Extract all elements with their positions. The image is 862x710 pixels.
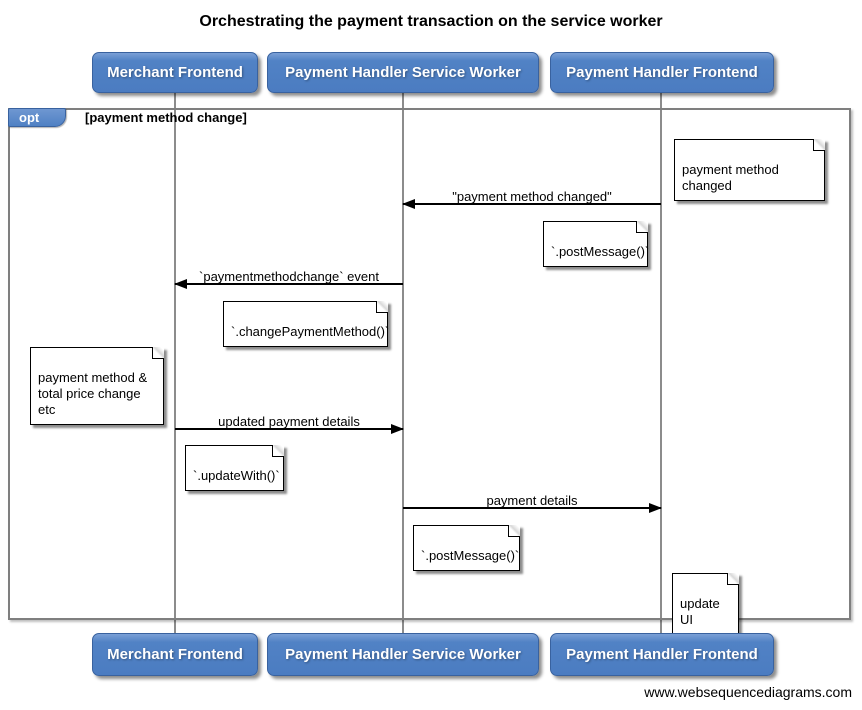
note-text: update UI <box>680 596 720 627</box>
actor-label: Payment Handler Service Worker <box>285 64 521 81</box>
actor-payment-handler-service-worker-bottom: Payment Handler Service Worker <box>267 633 539 676</box>
note-update-with: `.updateWith()` <box>185 445 284 491</box>
actor-merchant-frontend-top: Merchant Frontend <box>92 52 258 93</box>
note-fold <box>508 525 520 537</box>
arrowhead-left-icon <box>174 279 187 289</box>
note-fold <box>636 221 648 233</box>
note-text: `.postMessage()` <box>421 548 520 563</box>
note-post-message-1: `.postMessage()` <box>543 221 650 267</box>
opt-operator-tab: opt <box>8 108 66 127</box>
opt-guard-condition: [payment method change] <box>85 110 247 125</box>
note-fold <box>727 573 739 585</box>
arrowhead-right-icon <box>649 503 662 513</box>
actor-payment-handler-service-worker-top: Payment Handler Service Worker <box>267 52 539 93</box>
note-change-payment-method: `.changePaymentMethod()` <box>223 301 390 347</box>
message-label-payment-method-changed: "payment method changed" <box>452 189 612 204</box>
note-post-message-2: `.postMessage()` <box>413 525 520 571</box>
lifeline-merchant-frontend <box>174 93 176 633</box>
message-label-updated-payment-details: updated payment details <box>218 414 360 429</box>
note-payment-method-changed: payment method changed <box>674 139 825 201</box>
message-arrow-paymentmethodchange-event <box>174 279 403 289</box>
message-arrow-payment-method-changed <box>402 199 661 209</box>
arrowhead-right-icon <box>391 424 404 434</box>
note-fold <box>152 347 164 359</box>
lifeline-payment-handler-service-worker <box>402 93 404 633</box>
arrowhead-left-icon <box>402 199 415 209</box>
actor-label: Payment Handler Frontend <box>566 64 758 81</box>
actor-label: Merchant Frontend <box>107 646 243 663</box>
watermark-websequencediagrams: www.websequencediagrams.com <box>644 684 852 700</box>
actor-label: Payment Handler Frontend <box>566 646 758 663</box>
note-text: `.changePaymentMethod()` <box>231 324 390 339</box>
note-fold <box>272 445 284 457</box>
note-text: `.postMessage()` <box>551 244 650 259</box>
message-label-payment-details: payment details <box>486 493 578 508</box>
message-arrow-payment-details <box>403 503 662 513</box>
actor-payment-handler-frontend-top: Payment Handler Frontend <box>550 52 774 93</box>
note-update-ui: update UI <box>672 573 739 635</box>
actor-label: Merchant Frontend <box>107 64 243 81</box>
note-text: `.updateWith()` <box>193 468 280 483</box>
message-label-paymentmethodchange-event: `paymentmethodchange` event <box>199 269 379 284</box>
diagram-title: Orchestrating the payment transaction on… <box>199 13 663 30</box>
lifeline-payment-handler-frontend <box>660 93 662 633</box>
note-text: payment method & total price change etc <box>38 370 148 417</box>
message-arrow-updated-payment-details <box>175 424 404 434</box>
note-payment-method-total-price: payment method & total price change etc <box>30 347 164 425</box>
opt-operator-label: opt <box>19 110 40 125</box>
actor-label: Payment Handler Service Worker <box>285 646 521 663</box>
note-fold <box>813 139 825 151</box>
note-text: payment method changed <box>682 162 779 193</box>
actor-payment-handler-frontend-bottom: Payment Handler Frontend <box>550 633 774 676</box>
opt-fragment-frame <box>8 108 851 620</box>
note-fold <box>376 301 388 313</box>
actor-merchant-frontend-bottom: Merchant Frontend <box>92 633 258 676</box>
